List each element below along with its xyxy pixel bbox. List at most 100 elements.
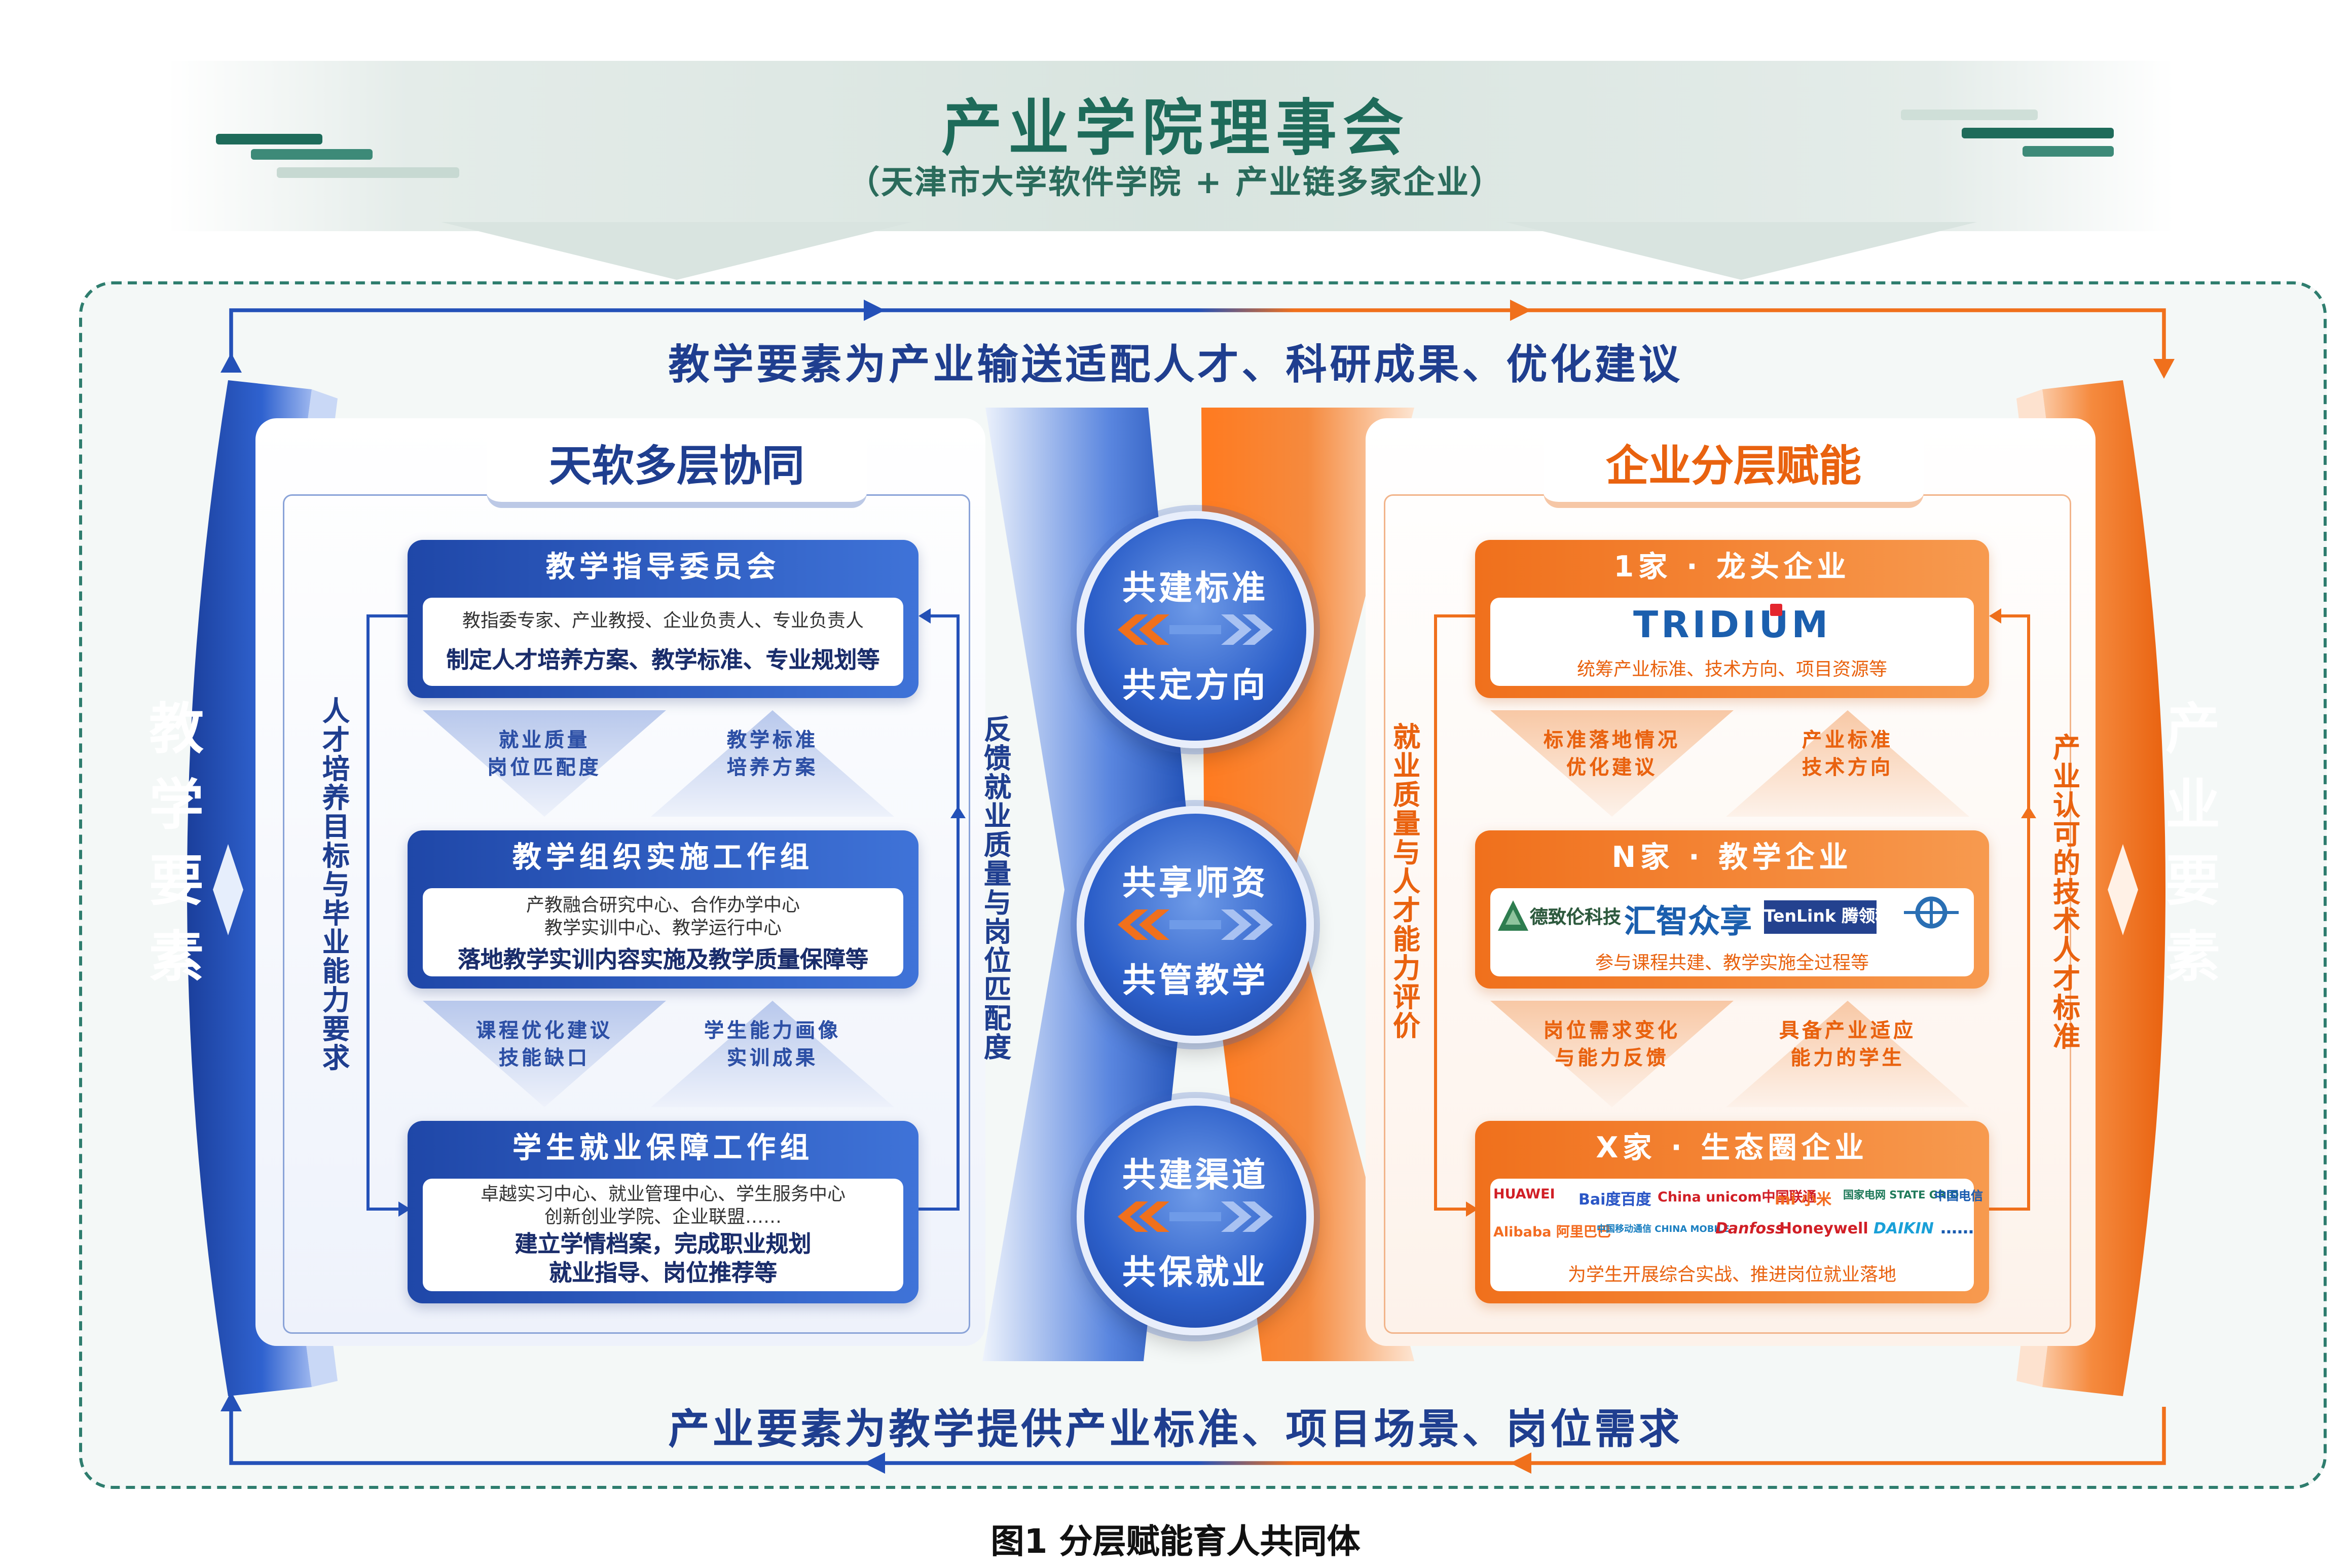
connector-line: 优化建议 xyxy=(1566,757,1658,780)
tenlink-logo: TenLink 腾领科技 xyxy=(1764,900,1908,934)
center-circle-channels: 共建渠道 共保就业 xyxy=(1077,1098,1314,1335)
connector-line: 产业标准 xyxy=(1802,730,1893,753)
bottom-mid-arrow xyxy=(864,1452,885,1474)
right-panel-left-vertical: 就业质量与人才能力评价 xyxy=(1388,722,1420,1040)
state-grid-logo: 国家电网 STATE GRID xyxy=(1843,1189,1959,1201)
left-panel-left-vertical: 人才培养目标与毕业能力要求 xyxy=(318,697,350,1072)
decor-stripe xyxy=(277,167,459,178)
connector-label: 教学标准 培养方案 xyxy=(681,728,864,783)
connector-label: 产业标准 技术方向 xyxy=(1756,728,1939,783)
box-body: HUAWEI Bai度百度 China unicom中国联通 mi 小米 国家电… xyxy=(1490,1179,1983,1291)
bottom-flow-text: 产业要素为教学提供产业标准、项目场景、岗位需求 xyxy=(668,1407,1683,1454)
box-ecosystem-enterprises: X家 · 生态圈企业 HUAWEI Bai度百度 China unicom中国联… xyxy=(1475,1121,1989,1303)
double-chevron-icon xyxy=(1118,614,1273,645)
connector-label: 学生能力画像 实训成果 xyxy=(681,1019,864,1074)
box-line: 教学实训中心、教学运行中心 xyxy=(544,917,782,938)
mountain-icon xyxy=(1498,900,1528,931)
box-line: 教指委专家、产业教授、企业负责人、专业负责人 xyxy=(462,610,864,631)
company-emblem-icon xyxy=(1904,896,1959,929)
decor-stripe xyxy=(251,149,373,160)
connector-line: 技能缺口 xyxy=(498,1048,590,1071)
huizhi-logo: 汇智众享 xyxy=(1624,903,1752,940)
header-down-arrows xyxy=(441,222,1977,280)
box-bold-line: 就业指导、岗位推荐等 xyxy=(548,1259,777,1287)
circle-top-text: 共享师资 xyxy=(1122,865,1268,903)
circle-bottom-text: 共管教学 xyxy=(1122,963,1268,1001)
box-bold-line: 建立学情档案，完成职业规划 xyxy=(515,1230,812,1258)
connector-line: 课程优化建议 xyxy=(475,1020,613,1043)
dezhilun-logo: 德致伦科技 xyxy=(1496,894,1621,940)
right-panel-right-vertical: 产业认可的技术人才标准 xyxy=(2048,733,2080,1051)
box-line: 创新创业学院、企业联盟…… xyxy=(544,1206,782,1227)
circle-bottom-text: 共保就业 xyxy=(1122,1255,1268,1293)
box-body: 产教融合研究中心、合作办学中心 教学实训中心、教学运行中心 落地教学实训内容实施… xyxy=(423,888,903,976)
right-band-arrow xyxy=(2108,844,2138,935)
connector-line: 实训成果 xyxy=(726,1048,818,1071)
top-mid-arrow-2 xyxy=(1510,300,1531,321)
box-title: N家 · 教学企业 xyxy=(1611,841,1853,874)
connector-line: 技术方向 xyxy=(1802,757,1893,780)
circle-top-text: 共建渠道 xyxy=(1122,1157,1268,1195)
alibaba-logo: Alibaba 阿里巴巴 xyxy=(1493,1226,1611,1241)
side-label-right: 产业要素 xyxy=(2156,700,2219,1004)
danfoss-logo: Danfoss xyxy=(1715,1221,1784,1238)
left-connector-2 xyxy=(423,1001,894,1107)
bottom-mid-arrow-2 xyxy=(1510,1452,1531,1474)
box-body: 教指委专家、产业教授、企业负责人、专业负责人 制定人才培养方案、教学标准、专业规… xyxy=(423,598,903,686)
box-title: 教学指导委员会 xyxy=(545,551,780,584)
side-label-left: 教学要素 xyxy=(140,700,202,1004)
connector-line: 就业质量 xyxy=(498,730,590,753)
box-body: 德致伦科技 汇智众享 TenLink 腾领科技 参与课程共建、教学实施全过程等 xyxy=(1490,888,1974,976)
decor-stripe xyxy=(216,134,322,144)
right-connector-2 xyxy=(1490,1001,1969,1107)
connector-line: 标准落地情况 xyxy=(1543,730,1680,753)
top-flow-line xyxy=(229,308,2166,365)
unicom-logo: China unicom中国联通 xyxy=(1658,1191,1817,1206)
connector-label: 岗位需求变化 与能力反馈 xyxy=(1521,1019,1703,1074)
connector-line: 培养方案 xyxy=(726,757,818,780)
connector-line: 能力的学生 xyxy=(1790,1048,1905,1071)
box-bold-line: 制定人才培养方案、教学标准、专业规划等 xyxy=(446,646,880,674)
box-caption: 参与课程共建、教学实施全过程等 xyxy=(1595,952,1869,973)
box-title: 教学组织实施工作组 xyxy=(512,841,814,874)
decor-stripe xyxy=(1901,110,2038,120)
box-line: 卓越实习中心、就业管理中心、学生服务中心 xyxy=(480,1183,846,1205)
bottom-flow-line xyxy=(229,1407,2166,1465)
connector-label: 具备产业适应 能力的学生 xyxy=(1756,1019,1939,1074)
xiaomi-logo: mi 小米 xyxy=(1775,1192,1832,1209)
decor-stripe xyxy=(1962,128,2114,138)
box-bold-line: 落地教学实训内容实施及教学质量保障等 xyxy=(457,946,868,973)
connector-line: 岗位需求变化 xyxy=(1543,1020,1680,1043)
tridium-logo: TRIDIUM xyxy=(1633,604,1831,646)
left-connector-1 xyxy=(423,710,894,817)
double-chevron-icon xyxy=(1118,1201,1273,1232)
connector-line: 岗位匹配度 xyxy=(487,757,602,780)
decor-stripe xyxy=(2023,146,2114,157)
header-banner xyxy=(167,61,2175,231)
bottom-left-up-arrow xyxy=(221,1392,242,1411)
box-body: 卓越实习中心、就业管理中心、学生服务中心 创新创业学院、企业联盟…… 建立学情档… xyxy=(423,1179,903,1291)
daikin-logo: DAIKIN xyxy=(1874,1221,1934,1238)
connector-label: 就业质量 岗位匹配度 xyxy=(453,728,636,783)
figure-caption: 图1 分层赋能育人共同体 xyxy=(990,1524,1361,1562)
connector-label: 标准落地情况 优化建议 xyxy=(1521,728,1703,783)
box-line: 产教融合研究中心、合作办学中心 xyxy=(526,894,800,916)
box-title: 学生就业保障工作组 xyxy=(512,1132,814,1165)
box-caption: 统筹产业标准、技术方向、项目资源等 xyxy=(1576,659,1887,680)
box-title: 1家 · 龙头企业 xyxy=(1613,551,1851,584)
left-down-arrow xyxy=(441,222,912,280)
right-down-arrow xyxy=(1505,222,1977,280)
honeywell-logo: Honeywell xyxy=(1779,1221,1868,1238)
china-mobile-logo: 中国移动通信 CHINA MOBILE xyxy=(1597,1224,1730,1235)
connector-label: 课程优化建议 技能缺口 xyxy=(453,1019,636,1074)
top-left-up-arrow xyxy=(221,353,242,373)
box-employment-guarantee: 学生就业保障工作组 卓越实习中心、就业管理中心、学生服务中心 创新创业学院、企业… xyxy=(408,1121,919,1303)
box-caption: 为学生开展综合实战、推进岗位就业落地 xyxy=(1567,1264,1896,1285)
right-panel-title: 企业分层赋能 xyxy=(1544,432,1924,508)
box-teaching-committee: 教学指导委员会 教指委专家、产业教授、企业负责人、专业负责人 制定人才培养方案、… xyxy=(408,540,919,698)
baidu-logo: Bai度百度 xyxy=(1578,1192,1651,1209)
connector-line: 学生能力画像 xyxy=(704,1020,841,1043)
